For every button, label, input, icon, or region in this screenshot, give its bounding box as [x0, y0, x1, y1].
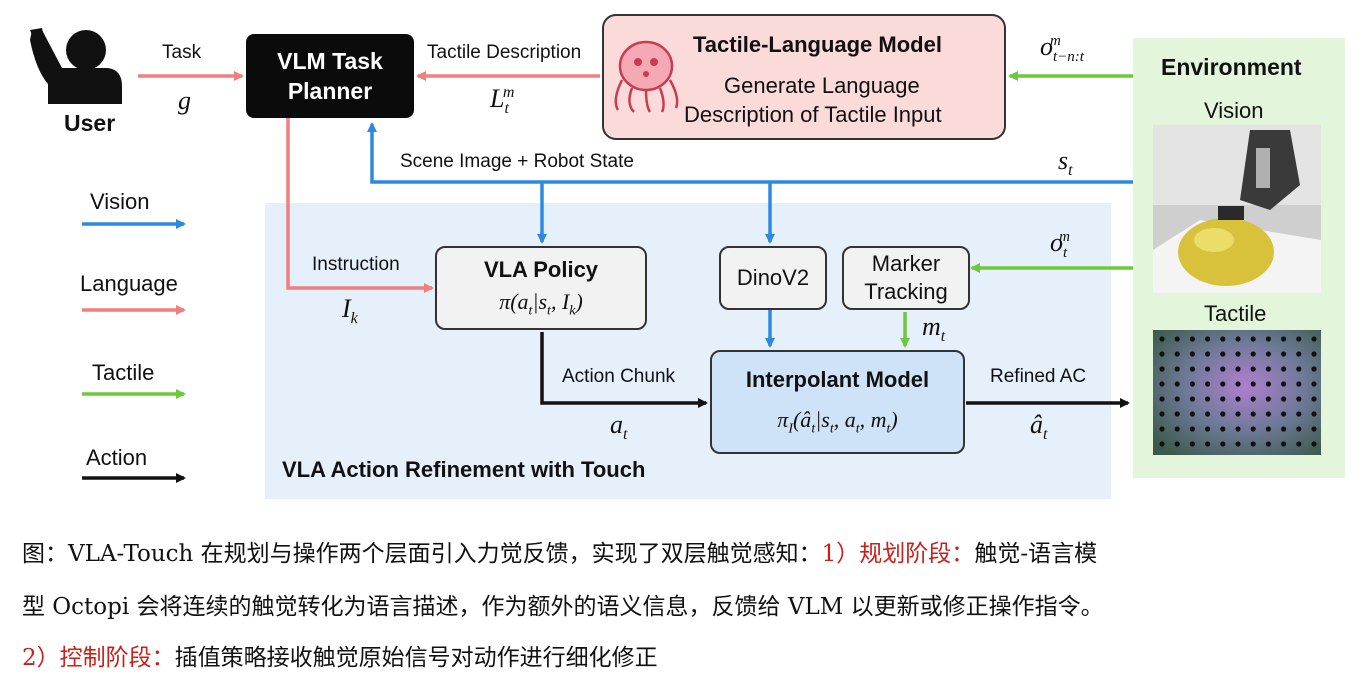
vla-policy-formula: π(at|st, Ik) — [499, 288, 583, 319]
caption-line1-suffix: 触觉-语言模 — [974, 541, 1098, 567]
legend-action-label: Action — [86, 445, 148, 470]
task-label: Task — [162, 42, 202, 63]
instruction-arrow — [286, 118, 434, 293]
refined-label: Refined AC — [990, 366, 1087, 387]
action-chunk-symbol: at — [610, 410, 628, 444]
tactile-description-label: Tactile Description — [427, 42, 582, 63]
environment-tactile-label: Tactile — [1204, 301, 1267, 326]
tlm-line2: Description of Tactile Input — [684, 102, 942, 127]
tactile-description-symbol: Ltm — [490, 84, 515, 118]
caption-line1: 图：VLA-Touch 在规划与操作两个层面引入力觉反馈，实现了双层触觉感知：1… — [22, 534, 1097, 568]
caption-line3: 2）控制阶段：插值策略接收触觉原始信号对动作进行细化修正 — [22, 638, 658, 672]
dinov2-box: DinoV2 — [719, 246, 827, 310]
caption-line3-suffix: 插值策略接收触觉原始信号对动作进行细化修正 — [174, 645, 658, 671]
planner-line2: Planner — [287, 78, 373, 104]
refinement-region-label: VLA Action Refinement with Touch — [282, 457, 646, 482]
legend-vision-label: Vision — [90, 189, 150, 214]
scene-state-line — [367, 122, 1133, 184]
instruction-label: Instruction — [312, 254, 400, 275]
action-chunk-label: Action Chunk — [562, 366, 676, 387]
instruction-symbol: Ik — [342, 294, 358, 328]
caption-line2: 型 Octopi 会将连续的触觉转化为语言描述，作为额外的语义信息，反馈给 VL… — [22, 594, 1104, 620]
marker-tracking-box: Marker Tracking — [842, 246, 970, 310]
caption-line1-red: 1）规划阶段： — [821, 541, 975, 567]
user-label: User — [64, 110, 116, 136]
refined-symbol: ât — [1030, 410, 1048, 444]
interpolant-formula: πI(ât|st, at, mt) — [777, 406, 898, 437]
tlm-title: Tactile-Language Model — [693, 32, 942, 57]
interpolant-title: Interpolant Model — [745, 366, 930, 392]
scene-state-symbol: st — [1058, 146, 1073, 180]
legend-language-label: Language — [80, 271, 178, 296]
vla-policy: VLA Policy π(at|st, Ik) — [435, 246, 647, 330]
marker-tracking-line1: Marker — [871, 251, 941, 276]
dinov2-label: DinoV2 — [736, 265, 810, 290]
legend-tactile-label: Tactile — [92, 360, 155, 385]
scene-state-label: Scene Image + Robot State — [400, 151, 634, 172]
environment-vision-label: Vision — [1204, 98, 1264, 123]
task-symbol: g — [178, 86, 191, 115]
marker-tracking-line2: Tracking — [864, 279, 948, 304]
vla-policy-title: VLA Policy — [483, 256, 599, 282]
obs-history-symbol: ot−n:tm — [1040, 32, 1084, 66]
refinement-region — [265, 203, 1111, 499]
tlm-line1: Generate Language — [724, 73, 920, 98]
environment-title: Environment — [1161, 54, 1302, 80]
interpolant-model: Interpolant Model πI(ât|st, at, mt) — [710, 350, 965, 454]
action-chunk-arrow — [540, 332, 708, 408]
vlm-task-planner: VLM Task Planner — [246, 34, 414, 118]
caption-line3-red: 2）控制阶段： — [22, 645, 175, 671]
planner-line1: VLM Task — [277, 48, 383, 74]
marker-output-symbol: mt — [922, 312, 946, 346]
caption-line1-prefix: 图：VLA-Touch 在规划与操作两个层面引入力觉反馈，实现了双层触觉感知： — [22, 541, 822, 567]
obs-tactile-symbol: otm — [1050, 228, 1071, 262]
